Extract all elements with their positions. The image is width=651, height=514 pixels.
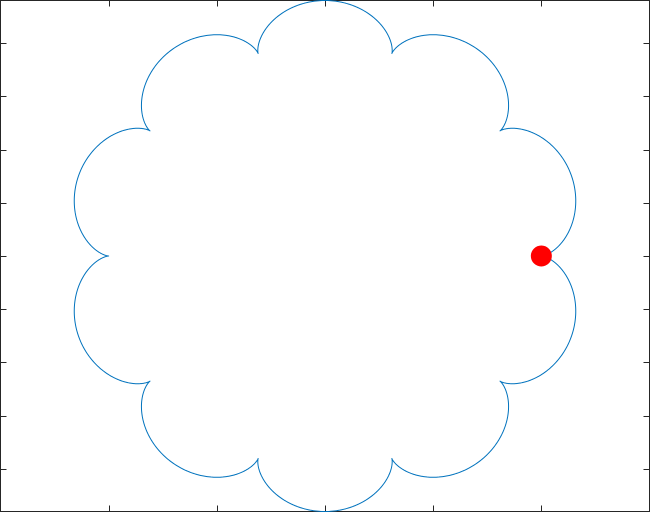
epicycloid-series-line <box>73 0 577 512</box>
rolling-point-marker <box>530 245 552 267</box>
